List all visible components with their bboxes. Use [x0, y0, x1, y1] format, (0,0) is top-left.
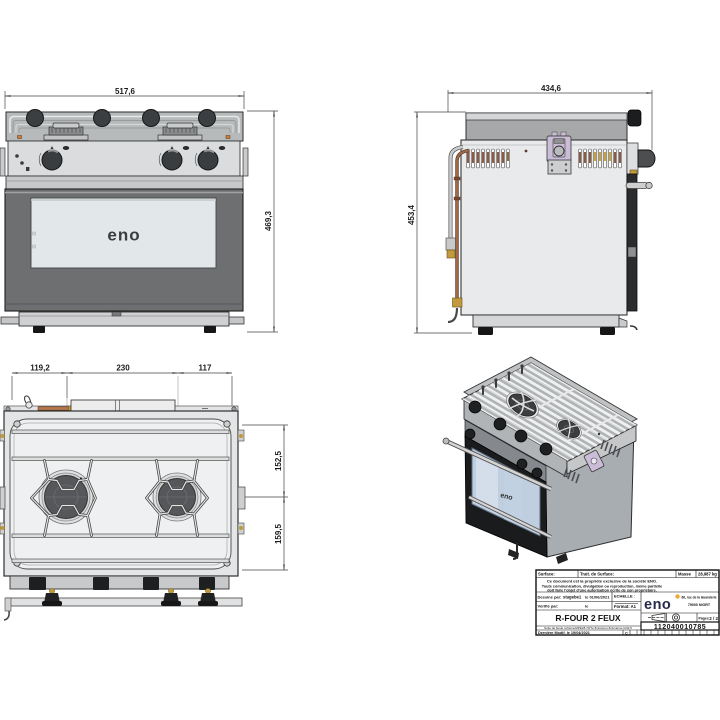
svg-text:Trait. de Surface:: Trait. de Surface: — [580, 572, 614, 577]
svg-text:eno: eno — [107, 226, 140, 245]
svg-text:434,6: 434,6 — [541, 84, 562, 93]
svg-text:230: 230 — [116, 364, 130, 373]
svg-text:Surface:: Surface: — [538, 572, 555, 577]
svg-text:Dessiné par:: Dessiné par: — [538, 595, 562, 600]
svg-text:79000 NIORT: 79000 NIORT — [688, 603, 711, 607]
svg-text:453,4: 453,4 — [407, 204, 416, 225]
svg-text:le 01/06/2021: le 01/06/2021 — [585, 595, 610, 600]
svg-text:stagebe1: stagebe1 — [563, 595, 582, 600]
svg-text:152,5: 152,5 — [274, 450, 283, 471]
svg-text:doit faire l'objet d'une autor: doit faire l'objet d'une autorisation éc… — [547, 589, 657, 593]
svg-text:2 / 2: 2 / 2 — [709, 616, 718, 621]
svg-text:119,2: 119,2 — [30, 364, 50, 373]
svg-text:Vérifié par:: Vérifié par: — [538, 604, 559, 609]
svg-text:le: le — [585, 604, 589, 609]
svg-text:Dernière Modif. le 19/04/2021: Dernière Modif. le 19/04/2021 — [538, 631, 590, 635]
svg-text:Pages: Pages — [699, 617, 709, 621]
svg-text:Toute communication, divulgati: Toute communication, divulgation ou repr… — [542, 584, 662, 588]
svg-text:159,5: 159,5 — [274, 523, 283, 544]
svg-text:28,987 kg: 28,987 kg — [698, 572, 717, 577]
svg-text:Masse: Masse — [678, 572, 691, 577]
svg-text:Suite de boule schéma:MPE28.70: Suite de boule schéma:MPE28.70/Té 8x1/éc… — [544, 626, 632, 630]
svg-text:eno: eno — [500, 492, 514, 502]
svg-text:517,6: 517,6 — [115, 87, 136, 96]
svg-text:Format: A1: Format: A1 — [614, 604, 637, 609]
svg-text:ECHELLE :: ECHELLE : — [614, 594, 635, 599]
svg-text:117: 117 — [199, 364, 212, 373]
svg-text:Ce document est la propriété e: Ce document est la propriété exclusive d… — [547, 579, 657, 584]
svg-text:R-FOUR 2 FEUX: R-FOUR 2 FEUX — [555, 613, 621, 623]
svg-text:112040010785: 112040010785 — [654, 624, 706, 631]
svg-text:C: C — [625, 630, 628, 635]
svg-text:469,3: 469,3 — [264, 210, 273, 231]
svg-text:eno: eno — [644, 597, 671, 613]
svg-text:66, rue de la lavanderie: 66, rue de la lavanderie — [681, 596, 716, 600]
